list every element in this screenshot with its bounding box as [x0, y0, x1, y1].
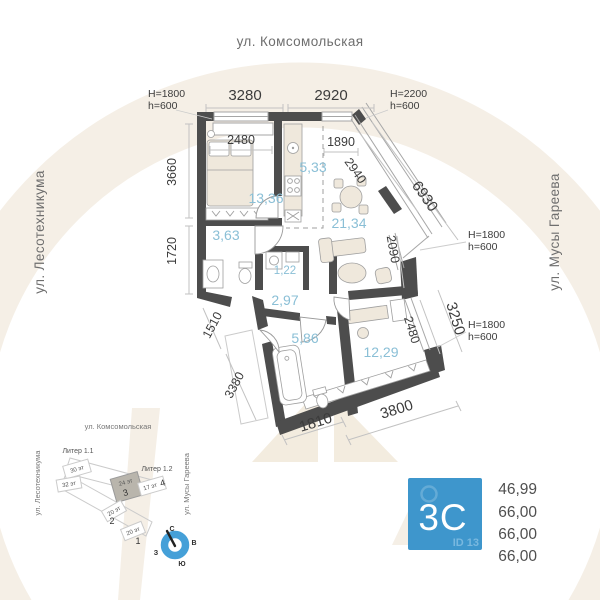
flat-area-values: 46,99 66,00 66,00 66,00: [498, 481, 537, 565]
plan-doors: [254, 195, 351, 354]
minimap-building-20a: 20 эт: [100, 499, 128, 523]
minimap-building-17: 17 эт 4: [137, 475, 167, 497]
compass-south: Ю: [178, 561, 185, 568]
badge-watermark: [420, 485, 438, 503]
minimap-num-2: 2: [109, 516, 114, 526]
dim-top-left-H: H=1800: [148, 88, 185, 100]
entrance-door: [258, 329, 280, 354]
bedroom-door: [255, 195, 279, 219]
toilet-icon: [238, 261, 253, 269]
room-area-bedroom2: 12,29: [363, 344, 398, 360]
street-labels: ул. Комсомольская ул. Лесотехникума ул. …: [32, 34, 562, 294]
dim-1720: 1720: [165, 237, 179, 265]
svg-text:17 эт: 17 эт: [143, 483, 158, 493]
dim-right-H2b: h=600: [468, 331, 498, 343]
area-value-2: 66,00: [498, 504, 537, 521]
room-area-labels: 13,36 5,33 21,34 3,63 1,22 2,97 5,86 12,…: [212, 159, 398, 360]
room-area-bathroom2: 5,86: [291, 330, 318, 346]
dim-1890: 1890: [327, 135, 355, 149]
bathtub-icon: [272, 344, 307, 406]
stove-icon: [284, 175, 302, 197]
bathroom2-door: [299, 316, 327, 343]
compass-north: С: [169, 526, 174, 533]
toilet2-icon: [312, 386, 329, 409]
minimap-liter-2: Литер 1.2: [141, 466, 172, 473]
apartment-plan: H=1800 h=600 3280 2920 H=2200 h=600 2480…: [148, 87, 505, 446]
bed-icon: [206, 139, 254, 207]
minimap-street-right: ул. Мусы Гареева: [182, 452, 191, 515]
chair-icon: [357, 327, 369, 339]
svg-text:20 эт: 20 эт: [126, 526, 141, 537]
plan-dimension-lines: [175, 104, 467, 446]
dim-2920: 2920: [314, 87, 347, 104]
dim-2090: 2090: [384, 234, 403, 264]
washer-icon: [265, 251, 283, 270]
minimap-street-top: ул. Комсомольская: [85, 422, 152, 431]
site-minimap: ул. Комсомольская ул. Лесотехникума ул. …: [33, 422, 197, 568]
room-area-closet: 1,22: [274, 265, 296, 277]
svg-text:24 эт: 24 эт: [118, 478, 133, 488]
dim-2480-bedroom: 2480: [227, 133, 255, 147]
minimap-street-left: ул. Лесотехникума: [33, 450, 42, 516]
plan-windows: [212, 102, 447, 353]
bedroom2-door: [333, 296, 351, 321]
bathroom-door: [254, 225, 284, 255]
compass-east: В: [191, 540, 196, 547]
sofa-icon: [318, 237, 367, 264]
plan-furniture: [202, 123, 431, 410]
room-area-bathroom: 3,63: [212, 227, 239, 243]
minimap-num-1: 1: [135, 536, 140, 546]
minimap-building-32: 32 эт: [55, 475, 83, 493]
minimap-building-30: 30 эт: [62, 458, 92, 480]
exterior-landing: [224, 329, 269, 425]
area-value-1: 46,99: [498, 481, 537, 498]
flat-type-label: 3С: [418, 497, 467, 538]
dim-top-right-h: h=600: [390, 100, 420, 112]
dim-right-H1b: h=600: [468, 241, 498, 253]
armchair-icon: [374, 267, 392, 285]
svg-text:32 эт: 32 эт: [62, 481, 77, 489]
svg-text:3: 3: [122, 487, 130, 498]
street-label-left: ул. Лесотехникума: [32, 170, 47, 294]
dim-3280: 3280: [228, 87, 261, 104]
room-area-living: 21,34: [331, 215, 366, 231]
compass-icon: С В З Ю: [154, 526, 197, 568]
coffee-table-icon: [337, 262, 367, 284]
minimap-liter-1: Литер 1.1: [62, 448, 93, 455]
dim-right-H2: H=1800: [468, 319, 505, 331]
flat-type-badge: [408, 478, 482, 550]
street-label-top: ул. Комсомольская: [237, 34, 364, 49]
flat-legend: 3С ID 13 46,99 66,00 66,00 66,00: [408, 478, 537, 565]
desk-icon: [346, 298, 408, 325]
flat-id-label: ID 13: [453, 537, 479, 549]
minimap-building-20b: 20 эт: [119, 520, 147, 542]
dining-table-icon: [339, 185, 363, 209]
street-label-right: ул. Мусы Гареева: [547, 173, 562, 291]
dim-right-H1: H=1800: [468, 229, 505, 241]
room-area-hall: 2,97: [271, 292, 298, 308]
dim-3660: 3660: [165, 158, 179, 186]
area-value-4: 66,00: [498, 548, 537, 565]
dim-top-left-h: h=600: [148, 100, 178, 112]
room-area-bedroom: 13,36: [248, 190, 283, 206]
svg-text:4: 4: [159, 477, 167, 488]
svg-text:30 эт: 30 эт: [70, 465, 85, 475]
room-area-kitchen: 5,33: [299, 159, 326, 175]
dim-top-right-H: H=2200: [390, 88, 427, 100]
kitchen-zone-dashed-boundary: [286, 126, 324, 229]
area-value-3: 66,00: [498, 526, 537, 543]
compass-west: З: [154, 550, 159, 557]
